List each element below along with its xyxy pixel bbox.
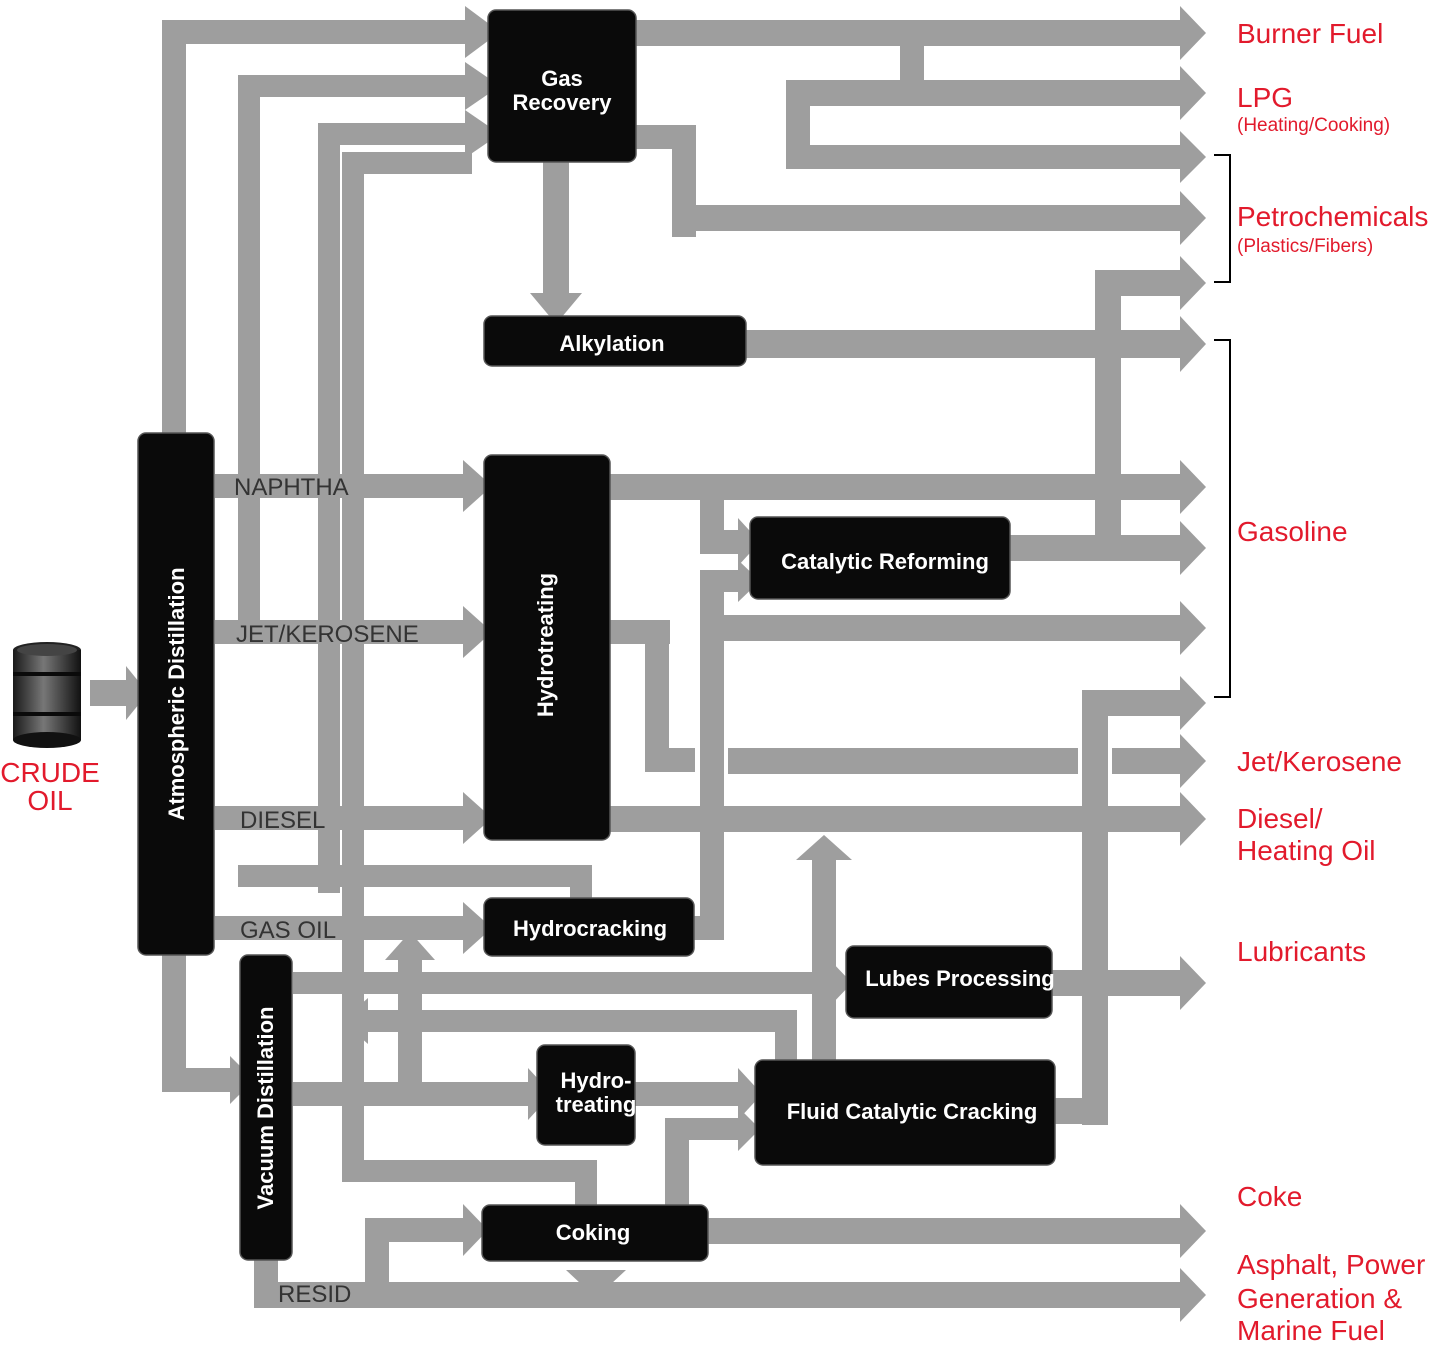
unit-catalytic-reforming: Catalytic Reforming bbox=[749, 516, 1011, 600]
gas-recovery-label-line2: Recovery bbox=[512, 90, 612, 115]
hydrotreating2-label-line1: Hydro- bbox=[561, 1068, 632, 1093]
unit-hydrotreating: Hydrotreating bbox=[483, 454, 611, 841]
product-petrochemicals: Petrochemicals bbox=[1237, 201, 1428, 232]
stream-label-gas-oil: GAS OIL bbox=[240, 917, 336, 944]
product-asphalt-line1: Asphalt, Power bbox=[1237, 1249, 1425, 1280]
stream-label-jet-kerosene: JET/KEROSENE bbox=[236, 621, 419, 648]
unit-atmospheric-distillation: Atmospheric Distillation bbox=[137, 432, 215, 956]
gasoline-bracket bbox=[1214, 339, 1231, 698]
product-burner-fuel: Burner Fuel bbox=[1237, 18, 1383, 49]
fluid-catalytic-cracking-label: Fluid Catalytic Cracking bbox=[787, 1099, 1038, 1124]
product-gasoline: Gasoline bbox=[1237, 516, 1348, 547]
lubes-processing-label: Lubes Processing bbox=[865, 966, 1055, 991]
product-lubricants: Lubricants bbox=[1237, 936, 1366, 967]
crude-oil-label-line1: CRUDE bbox=[0, 757, 100, 788]
stream-label-resid: RESID bbox=[278, 1281, 351, 1308]
oil-barrel-icon bbox=[13, 642, 81, 748]
vacuum-distillation-label: Vacuum Distillation bbox=[253, 1007, 278, 1210]
product-petrochemicals-sub: (Plastics/Fibers) bbox=[1237, 236, 1373, 257]
coking-label: Coking bbox=[556, 1220, 631, 1245]
hydrotreating-label: Hydrotreating bbox=[533, 573, 558, 717]
catalytic-reforming-label: Catalytic Reforming bbox=[781, 549, 989, 574]
hydrotreating2-label-line2: treating bbox=[556, 1092, 637, 1117]
unit-gas-recovery: Gas Recovery bbox=[487, 9, 637, 163]
unit-hydrocracking: Hydrocracking bbox=[483, 897, 695, 957]
product-asphalt-line3: Marine Fuel bbox=[1237, 1315, 1385, 1346]
hydrocracking-label: Hydrocracking bbox=[513, 916, 667, 941]
product-diesel-line2: Heating Oil bbox=[1237, 835, 1376, 866]
stream-label-diesel: DIESEL bbox=[240, 807, 325, 834]
stream-label-naphtha: NAPHTHA bbox=[234, 474, 349, 501]
unit-lubes-processing: Lubes Processing bbox=[845, 945, 1055, 1019]
atmospheric-distillation-label: Atmospheric Distillation bbox=[164, 567, 189, 820]
unit-coking: Coking bbox=[481, 1204, 709, 1262]
petrochemicals-bracket bbox=[1214, 154, 1231, 283]
product-asphalt-line2: Generation & bbox=[1237, 1283, 1402, 1314]
product-lpg: LPG bbox=[1237, 82, 1293, 113]
product-jet-kerosene: Jet/Kerosene bbox=[1237, 746, 1402, 777]
flow-arrows bbox=[90, 6, 1206, 1322]
unit-fluid-catalytic-cracking: Fluid Catalytic Cracking bbox=[754, 1059, 1056, 1166]
gas-recovery-label-line1: Gas bbox=[541, 66, 583, 91]
product-lpg-sub: (Heating/Cooking) bbox=[1237, 115, 1390, 136]
product-diesel-line1: Diesel/ bbox=[1237, 803, 1323, 834]
unit-vacuum-distillation: Vacuum Distillation bbox=[239, 954, 293, 1261]
crude-oil-label-line2: OIL bbox=[27, 785, 72, 816]
unit-hydrotreating-secondary: Hydro- treating bbox=[536, 1044, 637, 1146]
product-coke: Coke bbox=[1237, 1181, 1302, 1212]
unit-alkylation: Alkylation bbox=[483, 315, 747, 367]
alkylation-label: Alkylation bbox=[559, 331, 664, 356]
